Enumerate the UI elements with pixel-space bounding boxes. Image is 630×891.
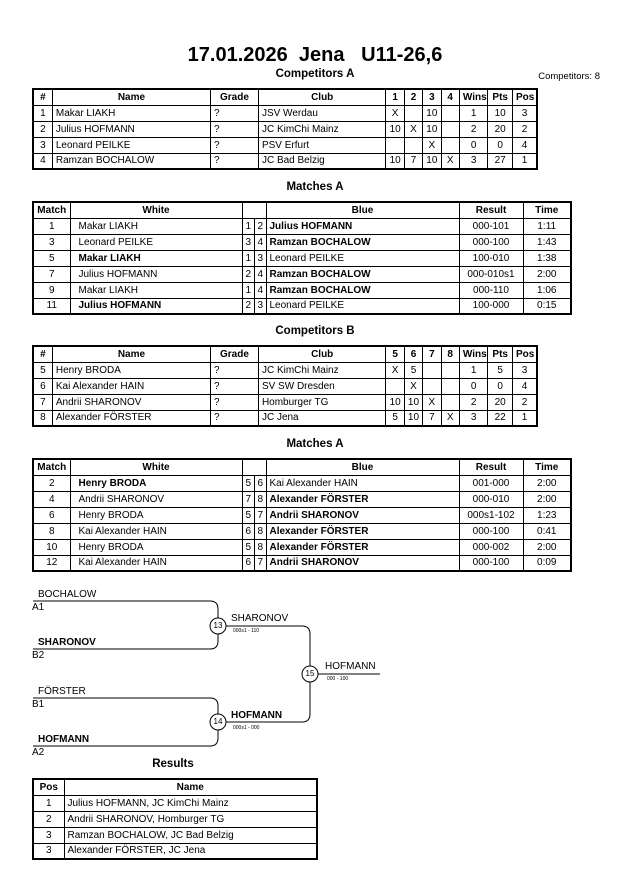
table-row: 4 Ramzan BOCHALOW ? JC Bad Belzig 10 7 1… [32, 152, 538, 170]
cell-match: 11 [32, 297, 71, 315]
cell-score: X [440, 152, 460, 170]
competitors-count: Competitors: 8 [538, 71, 600, 82]
cell-club: JC Jena [257, 409, 387, 427]
cell-pts: 27 [487, 152, 513, 170]
matches-b-table: Match White Blue Result Time 2 Henry BRO… [32, 458, 572, 572]
col-header: Pos [32, 778, 65, 796]
results-title: Results [152, 758, 194, 770]
sf2-score: 000s1 - 000 [233, 725, 260, 731]
final-score: 000 - 100 [327, 676, 349, 682]
sf2-out-line [218, 674, 311, 723]
sf2-match-number: 14 [213, 717, 223, 726]
table-header-row: # Name Grade Club 5 6 7 8 Wins Pts Pos [32, 345, 538, 363]
cell-num: 8 [32, 409, 53, 427]
table-row: 1 Julius HOFMANN, JC KimChi Mainz [32, 794, 318, 812]
table-row: 6 Henry BRODA 5 7 Andrii SHARONOV 000s1-… [32, 506, 572, 524]
sf1-score: 000s1 - 110 [233, 628, 260, 634]
table-row: 10 Henry BRODA 5 8 Alexander FÖRSTER 000… [32, 538, 572, 556]
competitors-a-table: # Name Grade Club 1 2 3 4 Wins Pts Pos 1… [32, 88, 538, 170]
col-header: Pos [511, 88, 538, 106]
cell-pos: 3 [511, 361, 538, 379]
table-row: 3 Ramzan BOCHALOW, JC Bad Belzig [32, 826, 318, 844]
sf2-bottom-seed: A2 [32, 747, 45, 758]
table-row: 8 Kai Alexander HAIN 6 8 Alexander FÖRST… [32, 522, 572, 540]
table-row: 7 Julius HOFMANN 2 4 Ramzan BOCHALOW 000… [32, 265, 572, 283]
table-row: 2 Andrii SHARONOV, Homburger TG [32, 810, 318, 828]
sf1-out-line [218, 625, 311, 674]
cell-pos: 1 [32, 794, 65, 812]
table-row: 3 Alexander FÖRSTER, JC Jena [32, 842, 318, 860]
final-winner-name: HOFMANN [325, 661, 376, 672]
sf2-top-name: FÖRSTER [38, 686, 86, 697]
cell-wins: 3 [458, 409, 489, 427]
cell-pos: 3 [32, 826, 65, 844]
table-row: 1 Makar LIAKH 1 2 Julius HOFMANN 000-101… [32, 217, 572, 235]
cell-num: 4 [32, 152, 53, 170]
cell-blue: Andrii SHARONOV [265, 554, 460, 572]
cell-match: 12 [32, 554, 71, 572]
cell-name: Ramzan BOCHALOW [51, 152, 212, 170]
cell-score: 10 [422, 152, 442, 170]
results-table: Pos Name 1 Julius HOFMANN, JC KimChi Mai… [32, 778, 318, 860]
cell-score: 7 [422, 409, 442, 427]
cell-time: 0:09 [522, 554, 572, 572]
sf1-match-number: 13 [213, 621, 223, 630]
cell-name: Alexander FÖRSTER [51, 409, 212, 427]
cell-pos: 3 [32, 842, 65, 860]
sf2-match-circle [209, 713, 227, 731]
cell-time: 0:15 [522, 297, 572, 315]
competitors-a-title: Competitors A [275, 68, 355, 80]
page-title: 17.01.2026 Jena U11-26,6 [187, 44, 443, 66]
table-row: 11 Julius HOFMANN 2 3 Leonard PEILKE 100… [32, 297, 572, 315]
cell-pos: 4 [511, 377, 538, 395]
sf1-bottom-name: SHARONOV [38, 637, 96, 648]
cell-grade: ? [210, 409, 259, 427]
table-row: 2 Henry BRODA 5 6 Kai Alexander HAIN 001… [32, 474, 572, 492]
sf1-top-seed: A1 [32, 602, 45, 613]
matches-b-title: Matches A [286, 438, 344, 450]
cell-score: X [440, 409, 460, 427]
final-match-circle [301, 665, 319, 683]
table-row: 3 Leonard PEILKE ? PSV Erfurt X 0 0 4 [32, 136, 538, 154]
sf1-winner-name: SHARONOV [231, 613, 289, 624]
table-row: 1 Makar LIAKH ? JSV Werdau X 10 1 10 3 [32, 104, 538, 122]
cell-club: JC Bad Belzig [257, 152, 387, 170]
cell-name: Ramzan BOCHALOW, JC Bad Belzig [63, 826, 318, 844]
matches-a-title: Matches A [286, 181, 344, 193]
sf2-top-seed: B1 [32, 699, 45, 710]
table-row: 8 Alexander FÖRSTER ? JC Jena 5 10 7 X 3… [32, 409, 538, 427]
cell-score: 10 [403, 409, 424, 427]
cell-pts: 22 [487, 409, 513, 427]
sf2-bottom-name: HOFMANN [38, 734, 90, 745]
table-header-row: Pos Name [32, 778, 318, 796]
competitors-b-table: # Name Grade Club 5 6 7 8 Wins Pts Pos 5… [32, 345, 538, 427]
table-row: 4 Andrii SHARONOV 7 8 Alexander FÖRSTER … [32, 490, 572, 508]
cell-grade: ? [210, 152, 259, 170]
col-header: Name [63, 778, 318, 796]
table-row: 9 Makar LIAKH 1 4 Ramzan BOCHALOW 000-11… [32, 281, 572, 299]
sf1-match-circle [209, 617, 227, 635]
cell-name: Julius HOFMANN, JC KimChi Mainz [63, 794, 318, 812]
sf2-winner-name: HOFMANN [231, 710, 283, 721]
cell-pos: 1 [511, 409, 538, 427]
table-row: 12 Kai Alexander HAIN 6 7 Andrii SHARONO… [32, 554, 572, 572]
table-row: 7 Andrii SHARONOV ? Homburger TG 10 10 X… [32, 393, 538, 411]
table-header-row: Match White Blue Result Time [32, 201, 572, 219]
final-match-number: 15 [305, 669, 315, 678]
cell-pos: 1 [511, 152, 538, 170]
sf1-bottom-seed: B2 [32, 650, 45, 661]
sf1-top-name: BOCHALOW [38, 589, 97, 600]
matches-a-table: Match White Blue Result Time 1 Makar LIA… [32, 201, 572, 315]
cell-pos: 2 [32, 810, 65, 828]
competitors-b-title: Competitors B [275, 325, 355, 337]
cell-name: Alexander FÖRSTER, JC Jena [63, 842, 318, 860]
table-header-row: Match White Blue Result Time [32, 458, 572, 476]
table-row: 6 Kai Alexander HAIN ? SV SW Dresden X 0… [32, 377, 538, 395]
cell-name: Andrii SHARONOV, Homburger TG [63, 810, 318, 828]
cell-white: Julius HOFMANN [69, 297, 243, 315]
cell-grade: ? [210, 120, 259, 138]
